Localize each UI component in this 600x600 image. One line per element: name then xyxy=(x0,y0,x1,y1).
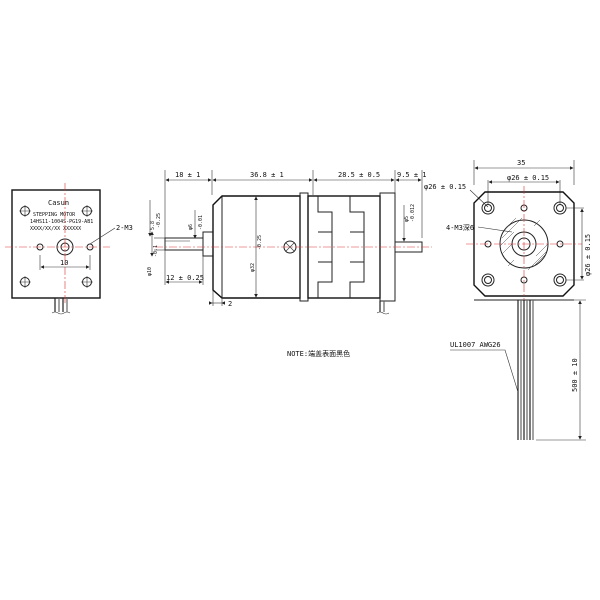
end-mount-holes xyxy=(481,201,567,287)
pilot-dia-dim: φ10 xyxy=(147,267,153,276)
boss-dia-tol: -0.01 xyxy=(198,215,204,230)
dim-shaft-length: 18 ± 1 xyxy=(175,171,200,179)
bolt-circle-top: φ26 ± 0.15 xyxy=(507,174,549,182)
end-width-dim: 35 xyxy=(517,159,525,167)
end-cable xyxy=(517,300,534,440)
front-motor-body xyxy=(11,189,101,299)
gear-dia-tol: -0.25 xyxy=(257,235,263,250)
dim-bottom: 12 ± 0.25 xyxy=(166,274,204,282)
pilot-dia-tol: -0.1 xyxy=(153,245,159,257)
bolt-circle-left: φ26 ± 0.15 xyxy=(424,183,466,191)
brand-label: Casun xyxy=(48,199,69,207)
end-cap-outline xyxy=(473,191,575,297)
output-shaft xyxy=(164,237,204,251)
front-wires xyxy=(51,298,71,315)
front-view: Casun STEPPING MOTOR 14HS11-1004S-PG19-A… xyxy=(5,183,133,315)
drawing-note: NOTE:端盖表面黑色 xyxy=(287,349,350,358)
end-view: 35 φ26 ± 0.15 φ26 ± 0.15 xyxy=(424,159,592,441)
dim-motor-length: 28.5 ± 0.5 xyxy=(338,171,380,179)
spacing-dim: 10 xyxy=(60,259,68,267)
dim-flange: 2 xyxy=(228,300,232,308)
cable-length: 500 ± 10 xyxy=(571,358,579,392)
rear-shaft-dia: φ5 xyxy=(404,216,410,222)
serial-code: XXXX/XX/XX XXXXXX xyxy=(30,226,81,232)
boss-dia-dim: φ6 xyxy=(188,224,194,230)
dim-gearbox-length: 36.8 ± 1 xyxy=(250,171,284,179)
front-corner-holes xyxy=(19,205,93,288)
product-label: STEPPING MOTOR xyxy=(33,212,76,218)
screw-spec: 4-M3深6 xyxy=(446,223,474,232)
side-view: 18 ± 1 36.8 ± 1 28.5 ± 0.5 9.5 ± 1 2 xyxy=(147,170,432,315)
shaft-flat-tol: -0.25 xyxy=(156,213,162,228)
bolt-circle-right: φ26 ± 0.15 xyxy=(584,234,592,276)
cable-spec: UL1007 AWG26 xyxy=(450,341,501,349)
shaft-flat-dim: 5.8 xyxy=(150,221,156,230)
model-code: 14HS11-1004S-PG19-AB1 xyxy=(30,219,93,225)
pilot-boss xyxy=(202,231,214,257)
hole-spec-label: 2-M3 xyxy=(116,224,133,232)
gear-dia-dim: φ32 xyxy=(250,263,256,272)
dim-rear-shaft: 9.5 ± 1 xyxy=(397,171,427,179)
rear-shaft-tol: -0.012 xyxy=(410,204,416,222)
